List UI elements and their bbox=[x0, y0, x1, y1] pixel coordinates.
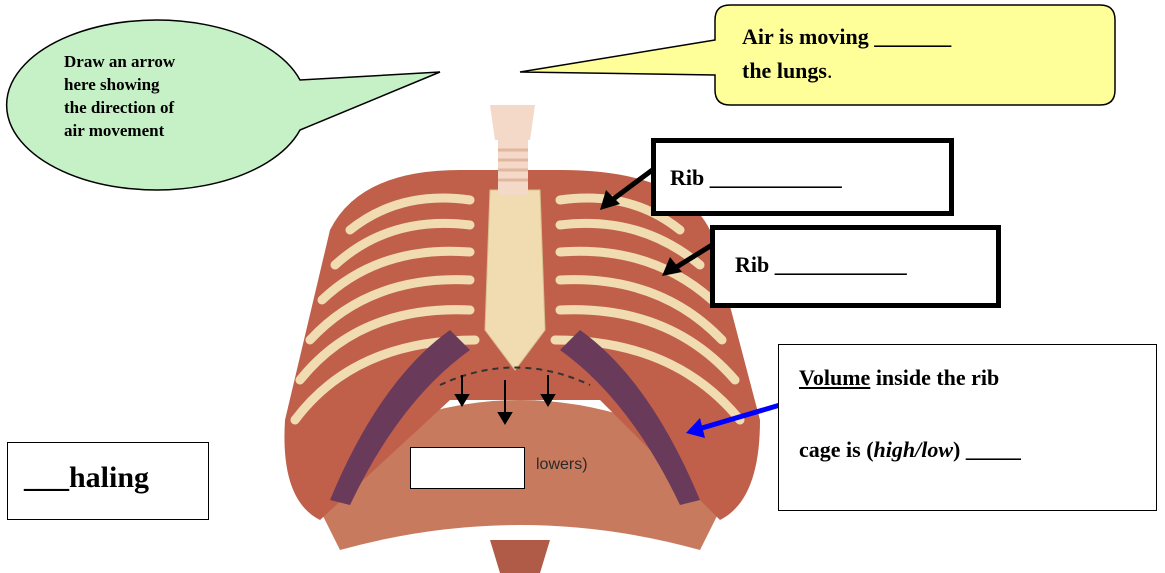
volume-rest: inside the rib bbox=[870, 365, 999, 390]
volume-word: Volume bbox=[799, 365, 870, 390]
volume-line: Volume inside the rib bbox=[799, 365, 999, 391]
left-bubble-line: Draw an arrow bbox=[64, 50, 175, 73]
rib-label-2: Rib ____________ bbox=[735, 252, 907, 278]
haling-box: ___haling bbox=[7, 442, 209, 520]
diaphragm-crus bbox=[490, 540, 550, 573]
right-bubble-text: Air is moving _______ the lungs. bbox=[742, 20, 951, 88]
diaphragm-suffix-label: lowers) bbox=[536, 456, 588, 474]
trachea bbox=[498, 140, 528, 195]
larynx bbox=[490, 105, 535, 140]
volume-box: Volume inside the rib cage is (high/low)… bbox=[778, 344, 1157, 511]
rib-label-box-1: Rib ____________ bbox=[651, 138, 954, 216]
diaphragm-blank-box[interactable] bbox=[410, 447, 525, 489]
cage-prefix: cage is ( bbox=[799, 437, 874, 462]
cage-options: high/low bbox=[874, 437, 953, 462]
cage-line: cage is (high/low) _____ bbox=[799, 437, 1021, 463]
left-bubble-line: the direction of bbox=[64, 96, 175, 119]
right-bubble-period: . bbox=[827, 58, 833, 83]
cage-suffix: ) _____ bbox=[953, 437, 1021, 462]
right-bubble-line: the lungs bbox=[742, 58, 827, 83]
rib-label-box-2: Rib ____________ bbox=[710, 225, 1001, 308]
rib-label-1: Rib ____________ bbox=[670, 165, 842, 191]
right-bubble-line: Air is moving _______ bbox=[742, 20, 951, 54]
left-bubble-text: Draw an arrow here showing the direction… bbox=[64, 50, 175, 142]
haling-label[interactable]: ___haling bbox=[24, 461, 149, 495]
left-bubble-line: air movement bbox=[64, 119, 175, 142]
left-bubble-line: here showing bbox=[64, 73, 175, 96]
